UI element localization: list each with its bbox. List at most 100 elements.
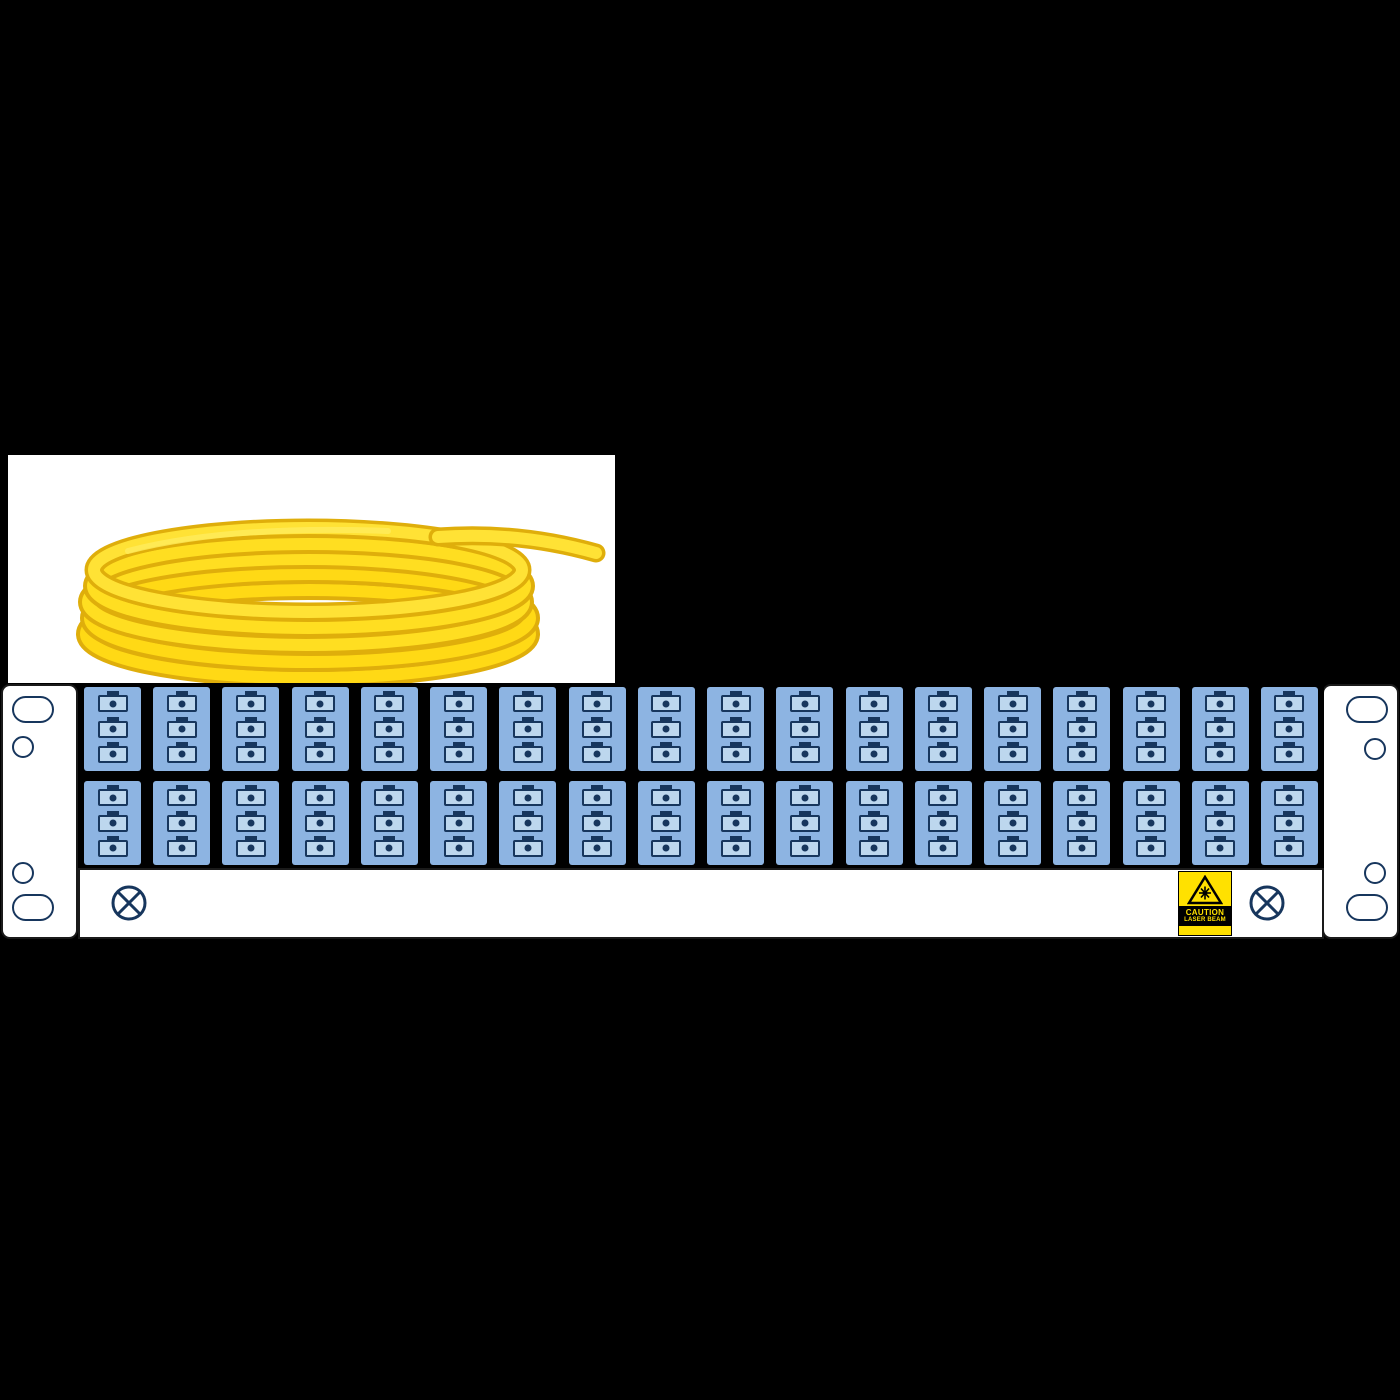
lc-connector-icon [582,695,613,713]
laser-warning-triangle-icon [1187,875,1223,905]
lc-connector-icon [997,789,1028,807]
lc-connector-icon [305,789,336,807]
lc-connector-icon [720,720,751,738]
lc-adapter-module [1053,781,1111,865]
lc-adapter-module [360,687,418,771]
lc-adapter-module [84,687,141,771]
lc-adapter-module [360,781,418,865]
lc-connector-icon [512,745,543,763]
lc-connector-icon [859,745,890,763]
lc-connector-icon [97,720,128,738]
mounting-slot-icon [1346,894,1388,921]
lc-connector-icon [720,745,751,763]
lc-connector-icon [374,814,405,832]
lc-connector-icon [1205,695,1236,713]
lc-connector-icon [166,695,197,713]
lc-adapter-module [845,781,903,865]
lc-adapter-module [430,687,488,771]
lc-connector-icon [97,839,128,857]
lc-adapter-module [707,687,765,771]
lc-connector-icon [928,745,959,763]
mounting-hole-icon [12,736,34,758]
lc-connector-icon [720,789,751,807]
caution-line1: CAUTION [1185,908,1225,917]
lc-adapter-module [707,781,765,865]
lc-connector-icon [235,789,266,807]
connector-row [84,781,1318,865]
lc-adapter-module [984,687,1042,771]
lc-connector-icon [374,695,405,713]
lc-connector-icon [1136,789,1167,807]
lc-adapter-module [1122,687,1180,771]
lc-connector-icon [997,695,1028,713]
lc-connector-icon [97,695,128,713]
lc-connector-icon [443,814,474,832]
mounting-slot-icon [12,894,54,921]
lc-connector-icon [1274,839,1305,857]
lc-adapter-module [776,781,834,865]
lc-connector-icon [582,745,613,763]
lc-adapter-module [776,687,834,771]
lc-connector-icon [97,814,128,832]
lc-connector-icon [859,695,890,713]
lc-connector-icon [1066,720,1097,738]
lc-connector-icon [305,720,336,738]
caution-line2: LASER BEAM [1184,917,1226,924]
lc-connector-icon [235,839,266,857]
lc-adapter-module [914,781,972,865]
lc-connector-icon [166,745,197,763]
lc-connector-icon [374,720,405,738]
lc-connector-icon [789,695,820,713]
circled-x-icon [1249,885,1285,921]
lc-connector-icon [997,745,1028,763]
lc-connector-icon [1205,789,1236,807]
lc-connector-icon [443,695,474,713]
lc-adapter-module [845,687,903,771]
lc-adapter-module [499,781,557,865]
lc-connector-icon [374,839,405,857]
lc-connector-icon [512,720,543,738]
lc-connector-icon [1274,789,1305,807]
lc-adapter-module [222,781,280,865]
lc-connector-icon [1274,720,1305,738]
lc-adapter-module [1122,781,1180,865]
lc-connector-icon [305,839,336,857]
lc-connector-icon [651,814,682,832]
lc-connector-icon [235,695,266,713]
mounting-hole-icon [1364,738,1386,760]
lc-connector-icon [859,814,890,832]
lc-adapter-module [430,781,488,865]
lc-adapter-module [84,781,141,865]
lc-adapter-module [153,781,211,865]
lc-adapter-module [291,687,349,771]
lc-connector-icon [512,814,543,832]
lc-connector-icon [1136,720,1167,738]
lc-connector-icon [1136,745,1167,763]
lc-adapter-module [1191,781,1249,865]
lc-connector-icon [1136,814,1167,832]
lc-connector-icon [166,839,197,857]
lc-connector-icon [443,745,474,763]
lc-connector-icon [789,720,820,738]
lc-connector-icon [512,789,543,807]
lc-connector-icon [651,720,682,738]
lc-connector-icon [789,839,820,857]
laser-caution-label: CAUTION LASER BEAM [1178,871,1232,936]
connector-area [78,684,1324,868]
lc-connector-icon [305,695,336,713]
lc-connector-icon [859,720,890,738]
lc-connector-icon [997,814,1028,832]
lc-adapter-module [1053,687,1111,771]
lc-connector-icon [166,720,197,738]
lc-adapter-module [637,781,695,865]
caution-text: CAUTION LASER BEAM [1179,906,1231,927]
mounting-slot-icon [1346,696,1388,723]
lc-connector-icon [512,695,543,713]
lc-connector-icon [720,814,751,832]
lc-connector-icon [789,789,820,807]
lc-connector-icon [443,839,474,857]
lc-connector-icon [859,839,890,857]
lc-connector-icon [443,789,474,807]
lc-connector-icon [1066,839,1097,857]
lc-connector-icon [235,720,266,738]
